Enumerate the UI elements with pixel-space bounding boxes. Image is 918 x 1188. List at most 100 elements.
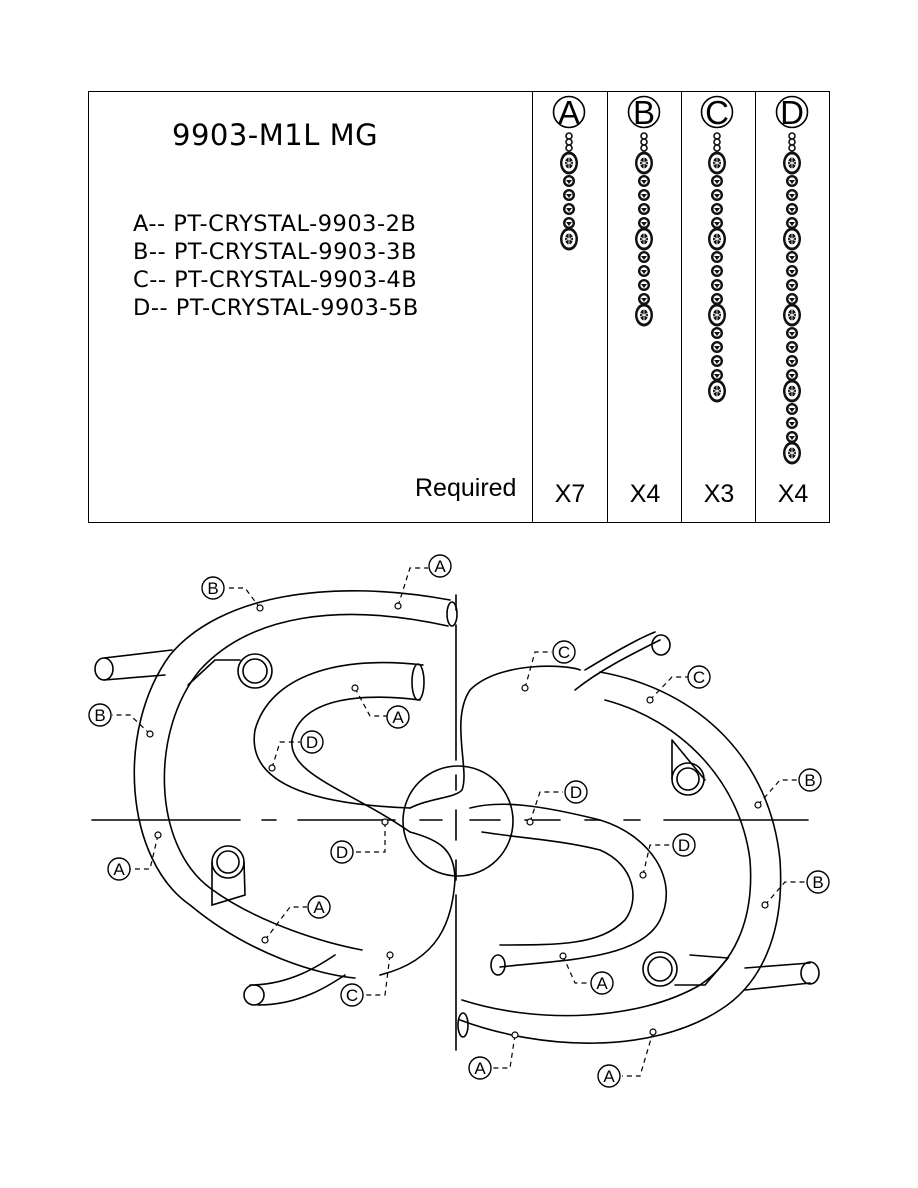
pipe-end <box>94 657 114 681</box>
right-c-arm-edge <box>584 631 656 671</box>
strand-illustrations: A B C <box>552 94 809 465</box>
cup-bracket <box>187 659 241 686</box>
callout-label: B <box>94 706 105 725</box>
strand-letter-circle <box>552 95 586 129</box>
callout-label: A <box>474 1059 486 1078</box>
pipe-end <box>457 1012 469 1038</box>
column-divider <box>532 92 533 522</box>
pipe-end <box>243 984 265 1006</box>
callout-b <box>806 870 830 894</box>
candle-cup-inner <box>676 767 700 791</box>
part-line-b: B-- PT-CRYSTAL-9903-3B <box>133 239 417 265</box>
parts-table: 9903-M1L MG A-- PT-CRYSTAL-9903-2B B-- P… <box>88 91 830 523</box>
callout-a <box>597 1064 621 1088</box>
candle-cup <box>237 653 273 689</box>
pipe-end <box>411 663 425 701</box>
center-hub <box>402 765 514 877</box>
right-outer-arm <box>459 671 782 1044</box>
chandelier-diagram: A B A B D D A A C C C D B D B A A A <box>88 554 830 1088</box>
callout-label: B <box>812 873 823 892</box>
column-divider <box>607 92 608 522</box>
callout-a <box>590 971 614 995</box>
callout-d <box>564 780 588 804</box>
candle-cup-inner <box>216 850 240 874</box>
callout-a <box>107 857 131 881</box>
left-c-arm-edge <box>257 974 346 1006</box>
callout-a <box>428 554 452 578</box>
candle-cup-inner <box>647 956 673 982</box>
cup-bracket <box>674 954 730 986</box>
callout-a <box>468 1056 492 1080</box>
left-outer-pipe <box>103 649 173 681</box>
callout-label: C <box>346 986 358 1005</box>
strand-letter-circle <box>627 95 661 129</box>
column-divider <box>681 92 682 522</box>
callout-label: D <box>336 843 348 862</box>
qty-d: X4 <box>777 480 809 508</box>
right-c-arm <box>574 639 661 691</box>
strand-d: D <box>775 94 809 465</box>
cup-bracket <box>671 739 706 781</box>
strand-letter-circle <box>775 95 809 129</box>
strand-b: B <box>627 94 661 327</box>
pipe-end <box>651 634 671 656</box>
left-inner-arm <box>253 661 424 809</box>
pipe-end <box>490 954 506 976</box>
strand-c: C <box>700 94 734 403</box>
callout-label: B <box>804 771 815 790</box>
required-label: Required <box>415 474 517 502</box>
callout-label: A <box>313 898 325 917</box>
callout-c <box>340 983 364 1007</box>
pipe-end <box>446 601 458 627</box>
pipe-end <box>800 961 820 985</box>
center-crossover-lower <box>379 831 456 976</box>
callout-a <box>307 895 331 919</box>
callout-label: C <box>693 668 705 687</box>
callout-d <box>300 730 324 754</box>
callout-label: D <box>678 836 690 855</box>
right-outer-pipe <box>744 962 811 991</box>
callout-d <box>330 840 354 864</box>
callout-c <box>687 665 711 689</box>
callout-label: A <box>596 974 608 993</box>
left-outer-arm <box>133 589 451 979</box>
candle-cup <box>642 951 678 987</box>
callout-b <box>201 576 225 600</box>
left-inner-arm-edge <box>291 696 421 833</box>
right-inner-arm-edge <box>481 831 634 946</box>
strand-letter: D <box>780 94 804 131</box>
part-line-c: C-- PT-CRYSTAL-9903-4B <box>133 267 418 293</box>
callout-c <box>552 640 576 664</box>
callout-label: A <box>603 1067 615 1086</box>
candle-cup-inner <box>242 658 268 684</box>
part-line-a: A-- PT-CRYSTAL-9903-2B <box>133 211 417 237</box>
callout-label: D <box>306 733 318 752</box>
callout-label: D <box>570 783 582 802</box>
callout-label: A <box>434 557 446 576</box>
model-title: 9903-M1L MG <box>172 118 379 152</box>
callout-label: B <box>207 579 218 598</box>
left-c-arm <box>249 954 336 986</box>
strand-letter: B <box>633 94 655 131</box>
callout-label: C <box>558 643 570 662</box>
callout-b <box>798 768 822 792</box>
callout-d <box>672 833 696 857</box>
qty-c: X3 <box>703 480 735 508</box>
cup-bracket <box>211 861 246 907</box>
strand-letter: C <box>705 94 729 131</box>
strand-letter-circle <box>700 95 734 129</box>
center-crossover <box>409 665 581 809</box>
callout-b <box>88 703 112 727</box>
qty-a: X7 <box>554 480 586 508</box>
left-outer-arm-inner-edge <box>163 613 449 951</box>
right-inner-arm <box>469 803 668 968</box>
qty-b: X4 <box>629 480 661 508</box>
parts-list: A-- PT-CRYSTAL-9903-2B B-- PT-CRYSTAL-99… <box>133 210 419 322</box>
right-outer-arm-inner-edge <box>461 699 752 1017</box>
part-line-d: D-- PT-CRYSTAL-9903-5B <box>133 295 419 321</box>
callout-label: A <box>113 860 125 879</box>
column-divider <box>755 92 756 522</box>
callout-a <box>386 705 410 729</box>
callout-label: A <box>392 708 404 727</box>
strand-a: A <box>552 94 586 251</box>
